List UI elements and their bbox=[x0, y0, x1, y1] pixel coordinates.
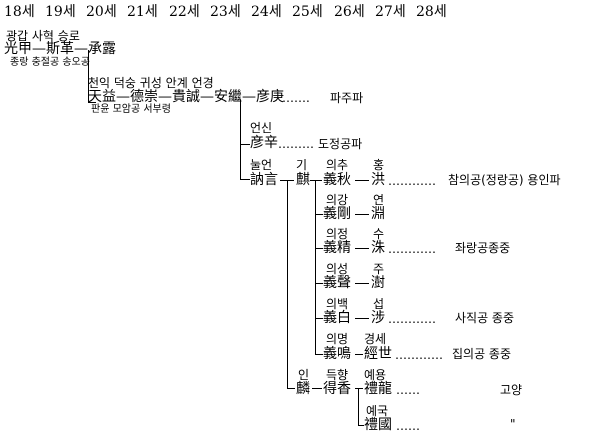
gen-21: 21세 bbox=[127, 4, 158, 20]
connector-line bbox=[358, 388, 359, 426]
gen-24: 24세 bbox=[251, 4, 282, 20]
connector-line bbox=[240, 144, 250, 145]
uibaek-hanja2: 涉 bbox=[371, 310, 385, 326]
uijeong-lineage: 좌랑공종중 bbox=[455, 241, 511, 255]
uigang-hanja: 義剛 bbox=[323, 206, 351, 222]
uijeong-leader: ………… bbox=[388, 242, 436, 256]
top-notes: 종랑 충절공 송오공 bbox=[10, 57, 90, 68]
uimyeong-reading2: 경세 bbox=[364, 332, 387, 346]
connector-line bbox=[315, 248, 323, 249]
yeguk-hanja: 禮國 bbox=[364, 417, 392, 433]
connector-line bbox=[240, 179, 250, 180]
branch3-lineage: 도정공파 bbox=[318, 137, 363, 151]
uijeong-reading2: 수 bbox=[373, 227, 385, 241]
top-reading: 광갑 사혁 승로 bbox=[6, 29, 80, 43]
connector-line bbox=[355, 283, 369, 284]
yeryong-lineage: 고양 bbox=[500, 383, 523, 397]
yeguk-reading: 예국 bbox=[366, 404, 389, 418]
uimyeong-lineage: 집의공 종중 bbox=[452, 347, 512, 361]
g25-reading: 눌언 bbox=[250, 158, 273, 172]
connector-line bbox=[355, 354, 363, 355]
uigang-hanja2: 淵 bbox=[371, 206, 385, 222]
deukhyang-hanja: 得香 bbox=[323, 381, 351, 397]
uiseong-reading2: 주 bbox=[373, 262, 385, 276]
g26-hanja: 麒 bbox=[296, 172, 310, 188]
yeryong-leader: …… bbox=[396, 383, 420, 397]
connector-line bbox=[355, 388, 363, 389]
connector-line bbox=[310, 180, 322, 181]
uimyeong-reading: 의명 bbox=[326, 332, 349, 346]
gen-23: 23세 bbox=[210, 4, 241, 20]
connector-line bbox=[315, 214, 323, 215]
connector-line bbox=[358, 425, 364, 426]
uijeong-reading: 의정 bbox=[326, 227, 349, 241]
uiseong-hanja: 義聲 bbox=[323, 275, 351, 291]
connector-line bbox=[355, 248, 369, 249]
uichu-hanja: 義秋 bbox=[323, 172, 351, 188]
connector-line bbox=[315, 180, 316, 355]
uibaek-reading: 의백 bbox=[326, 297, 349, 311]
uichu-reading2: 홍 bbox=[373, 158, 385, 172]
gen-19: 19세 bbox=[45, 4, 76, 20]
connector-line bbox=[287, 388, 295, 389]
uimyeong-hanja2: 經世 bbox=[364, 346, 392, 362]
connector-line bbox=[315, 354, 323, 355]
branch2-hanja: 天益—德崇—貴誠—安繼—彦庚 bbox=[88, 89, 284, 105]
uimyeong-leader: ………… bbox=[395, 348, 443, 362]
branch3-leader: ……… bbox=[278, 137, 314, 151]
uibaek-reading2: 섭 bbox=[373, 297, 385, 311]
yeryong-reading: 예용 bbox=[364, 368, 387, 382]
gen-25: 25세 bbox=[292, 4, 323, 20]
connector-line bbox=[315, 318, 323, 319]
uimyeong-hanja: 義鳴 bbox=[323, 346, 351, 362]
uichu-lineage: 참의공(정랑공) 용인파 bbox=[448, 173, 561, 187]
in-hanja: 麟 bbox=[296, 381, 310, 397]
gen-18: 18세 bbox=[4, 4, 35, 20]
uiseong-hanja2: 澍 bbox=[371, 275, 385, 291]
uichu-reading: 의추 bbox=[326, 158, 349, 172]
connector-line bbox=[240, 100, 241, 180]
branch3-hanja: 彦辛 bbox=[250, 135, 278, 151]
gen-20: 20세 bbox=[86, 4, 117, 20]
uichu-hanja2: 洪 bbox=[371, 172, 385, 188]
branch2-reading: 천익 덕숭 귀성 안계 언경 bbox=[88, 76, 214, 90]
yeguk-leader: …… bbox=[396, 419, 420, 433]
top-hanja: 光甲—斯革—承露 bbox=[4, 41, 116, 57]
branch2-notes: 판윤 모암공 서부령 bbox=[91, 104, 171, 115]
connector-line bbox=[355, 214, 369, 215]
branch2-leader: ……. bbox=[282, 91, 310, 105]
uichu-leader: ………… bbox=[388, 174, 436, 188]
gen-27: 27세 bbox=[375, 4, 406, 20]
uiseong-reading: 의성 bbox=[326, 262, 349, 276]
connector-line bbox=[312, 388, 322, 389]
gen-28: 28세 bbox=[416, 4, 447, 20]
in-reading: 인 bbox=[298, 368, 310, 382]
uibaek-hanja: 義白 bbox=[323, 310, 351, 326]
connector-line bbox=[315, 283, 323, 284]
branch3-reading: 언신 bbox=[250, 121, 273, 135]
deukhyang-reading: 득향 bbox=[326, 368, 349, 382]
yeguk-lineage: " bbox=[510, 417, 516, 431]
connector-line bbox=[287, 180, 288, 388]
uijeong-hanja: 義精 bbox=[323, 240, 351, 256]
connector-line bbox=[88, 102, 96, 103]
uibaek-lineage: 사직공 종중 bbox=[455, 311, 515, 325]
gen-26: 26세 bbox=[334, 4, 365, 20]
g26-reading: 기 bbox=[296, 158, 308, 172]
uigang-reading2: 연 bbox=[373, 193, 385, 207]
gen-22: 22세 bbox=[169, 4, 200, 20]
g25-hanja: 訥言 bbox=[250, 172, 278, 188]
uigang-reading: 의강 bbox=[326, 193, 349, 207]
uibaek-leader: ………… bbox=[388, 312, 436, 326]
yeryong-hanja: 禮龍 bbox=[364, 381, 392, 397]
connector-line bbox=[355, 180, 369, 181]
connector-line bbox=[355, 318, 369, 319]
connector-line bbox=[88, 50, 89, 103]
branch2-lineage: 파주파 bbox=[330, 91, 364, 105]
uijeong-hanja2: 洙 bbox=[371, 240, 385, 256]
